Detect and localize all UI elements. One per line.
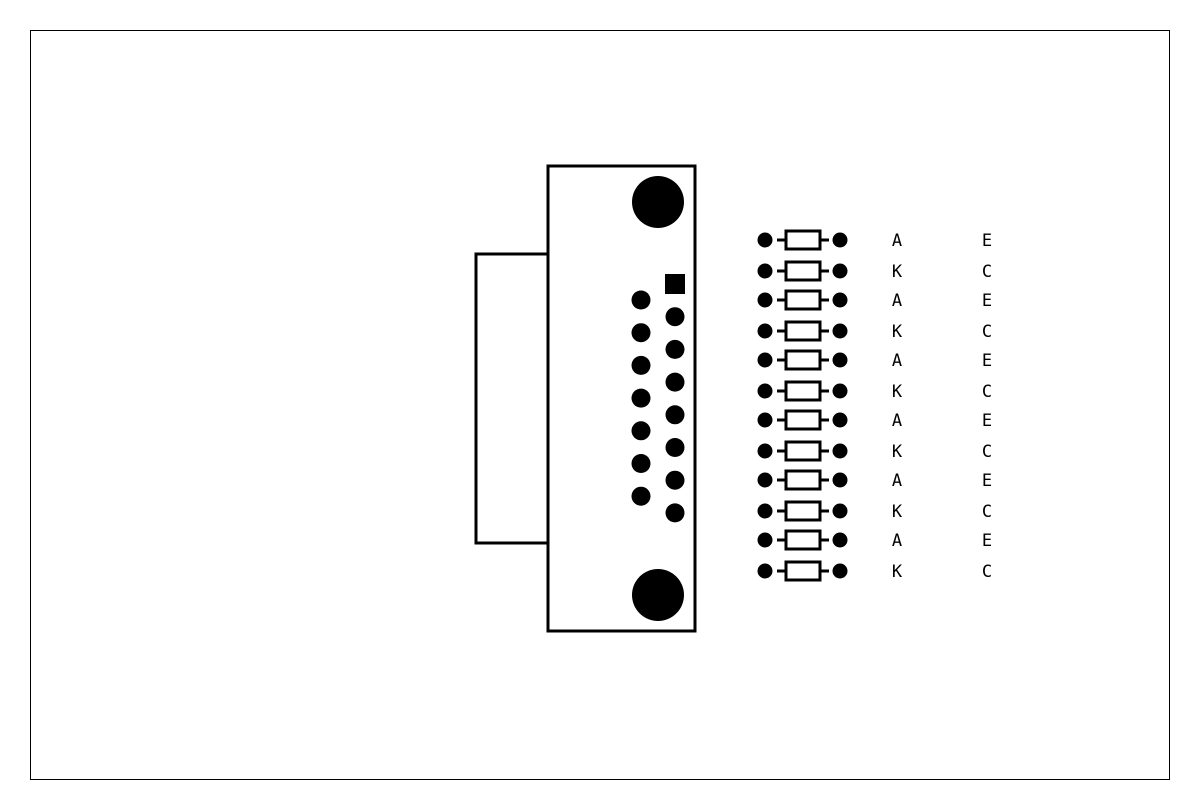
pin-label-b: E (982, 471, 992, 491)
pin-label-b: C (982, 382, 992, 402)
resistor-pad-right (832, 263, 848, 279)
resistor-pad-left (757, 292, 773, 308)
pin-label-b: E (982, 531, 992, 551)
resistor-body (784, 560, 822, 582)
resistor-body (784, 260, 822, 282)
resistor-pad-left (757, 412, 773, 428)
pin-label-b: C (982, 442, 992, 462)
connector-pin (665, 307, 685, 327)
pin-label-b: E (982, 291, 992, 311)
resistor-pad-right (832, 532, 848, 548)
pin-label-a: K (892, 322, 903, 342)
connector-pin (631, 454, 651, 473)
connector-pin (631, 486, 651, 506)
resistor-body (784, 409, 822, 431)
resistor-pad-left (757, 323, 773, 339)
resistor-body (784, 229, 822, 251)
mounting-hole-top (632, 176, 684, 228)
connector-pin (631, 388, 651, 408)
resistor-pad-left (757, 383, 773, 399)
board-outline (30, 30, 1170, 780)
connector-body (546, 164, 697, 633)
resistor-pad-left (757, 263, 773, 279)
resistor-body (784, 349, 822, 371)
resistor-pad-right (832, 443, 848, 459)
resistor-body (784, 380, 822, 402)
pin-label-a: A (892, 231, 902, 251)
connector-pin (631, 421, 651, 441)
connector-pin (631, 290, 651, 310)
pin-label-a: A (892, 351, 902, 371)
pin-label-b: C (982, 562, 992, 582)
connector-pin (665, 339, 685, 359)
pin-label-a: K (892, 502, 903, 522)
resistor-pad-left (757, 503, 773, 519)
resistor-body (784, 529, 822, 551)
pin-label-a: A (892, 531, 902, 551)
resistor-pad-left (757, 352, 773, 368)
pin-label-b: C (982, 262, 992, 282)
pin-1-square (665, 274, 685, 294)
connector-pin (665, 470, 685, 490)
connector-pin (665, 438, 685, 457)
resistor-body (784, 440, 822, 462)
pin-label-b: E (982, 411, 992, 431)
resistor-pad-right (832, 292, 848, 308)
resistor-pad-left (757, 532, 773, 548)
resistor-pad-right (832, 352, 848, 368)
connector-pins (631, 274, 685, 523)
resistor-body (784, 289, 822, 311)
pin-label-b: C (982, 502, 992, 522)
connector-pin (631, 355, 651, 375)
connector-pin (631, 323, 651, 343)
mounting-hole-bottom (632, 569, 684, 621)
pin-label-a: A (892, 471, 902, 491)
resistor-pad-left (757, 472, 773, 488)
pin-label-b: C (982, 322, 992, 342)
resistor-pad-left (757, 443, 773, 459)
pin-label-a: A (892, 291, 902, 311)
connector-pin (665, 372, 685, 392)
resistor-pad-right (832, 323, 848, 339)
d-sub-connector (474, 164, 697, 633)
resistor-pad-right (832, 472, 848, 488)
resistor-pad-left (757, 232, 773, 248)
pin-label-b: E (982, 351, 992, 371)
pin-label-a: K (892, 382, 903, 402)
resistor-body (784, 320, 822, 342)
pin-label-a: A (892, 411, 902, 431)
connector-pin (665, 503, 685, 523)
connector-flange (474, 252, 547, 545)
resistor-body (784, 469, 822, 491)
resistor-body (784, 500, 822, 522)
resistor-pad-right (832, 563, 848, 579)
pin-label-a: K (892, 262, 903, 282)
pin-label-a: K (892, 442, 903, 462)
resistor-pad-right (832, 412, 848, 428)
resistor-pad-right (832, 383, 848, 399)
pin-label-a: K (892, 562, 903, 582)
pin-label-b: E (982, 231, 992, 251)
resistor-pad-left (757, 563, 773, 579)
connector-pin (665, 405, 685, 425)
resistor-pad-right (832, 503, 848, 519)
resistor-pad-right (832, 232, 848, 248)
